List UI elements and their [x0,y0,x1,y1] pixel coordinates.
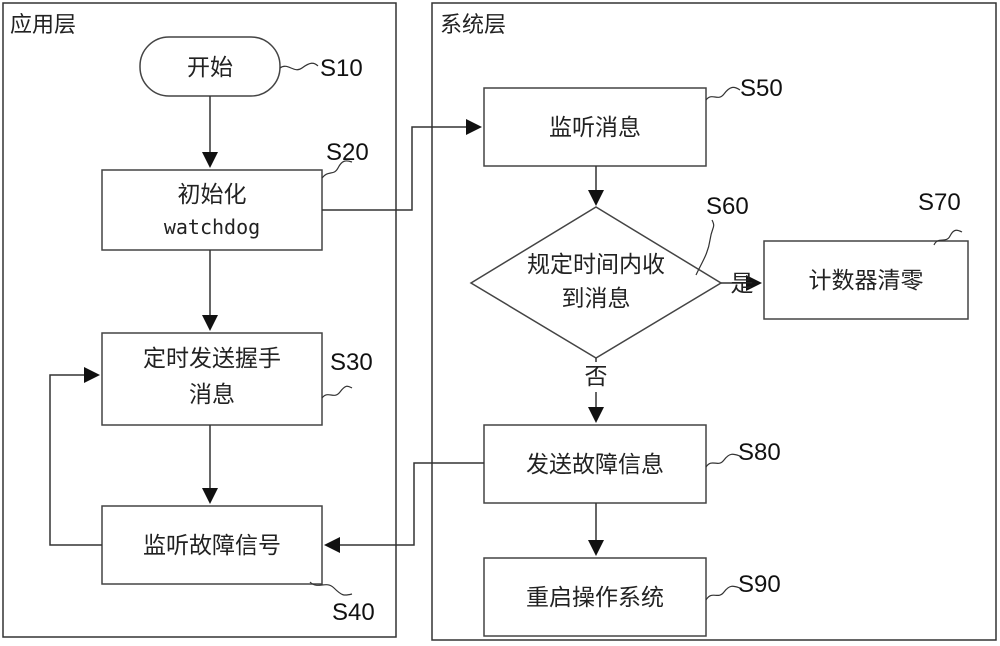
node-s90: 重启操作系统 [483,557,707,637]
node-s90-text: 重启操作系统 [526,585,664,611]
arrowhead-s50-s60 [588,190,604,206]
leader-s20 [321,160,353,179]
node-s20: 初始化 watchdog [101,169,323,251]
leader-s10 [279,62,319,71]
node-s80: 发送故障信息 [483,424,707,504]
node-s40: 监听故障信号 [101,505,323,585]
node-s70-shape [763,240,969,320]
arrowhead-s80-s90 [588,540,604,556]
arrowhead-s80-s40 [324,537,340,553]
edge-label-yes: 是 [731,271,754,297]
lane-sys-title: 系统层 [440,13,506,38]
node-s20-line2: watchdog [164,215,260,239]
arrowhead-loop-s30 [84,367,100,383]
lane-sys: 系统层 [431,2,997,641]
node-s40-text: 监听故障信号 [143,533,281,559]
node-s20-shape [101,169,323,251]
edge-s80-s40 [340,462,484,546]
node-s40-shape [101,505,323,585]
arrowhead-s10-s20 [202,152,218,168]
node-s60-line2: 到消息 [562,286,631,312]
step-leaders [279,62,963,601]
leader-s80 [705,453,741,468]
node-s30-line1: 定时发送握手 [143,346,281,372]
leader-s70 [933,229,963,246]
leader-s50 [705,86,741,101]
edge-s20-s50 [322,126,466,211]
edge-s40-loop-s30 [49,374,102,546]
step-label-s90: S90 [738,571,781,598]
lane-app: 应用层 [2,2,397,638]
arrowhead-s30-s40 [202,488,218,504]
node-s70-text: 计数器清零 [809,268,924,294]
arrowhead-s60-s70 [746,275,762,291]
step-label-s70: S70 [918,189,961,216]
node-s30-line2: 消息 [189,382,235,408]
arrowhead-s20-s50 [466,119,482,135]
node-s80-text: 发送故障信息 [526,452,664,478]
lane-app-title: 应用层 [10,13,76,38]
node-s50: 监听消息 [483,87,707,167]
step-label-s10: S10 [320,55,363,82]
node-s10-start: 开始 [139,36,281,97]
leader-s30 [321,385,353,399]
step-label-s50: S50 [740,75,783,102]
node-s30-shape [101,332,323,426]
lane-sys-border [431,2,997,641]
lane-app-border [2,2,397,638]
leader-s60 [695,219,715,276]
node-s50-shape [483,87,707,167]
node-s90-shape [483,557,707,637]
step-label-s40: S40 [332,599,375,626]
node-s50-text: 监听消息 [549,115,641,141]
node-s20-line1: 初始化 [178,182,247,208]
arrowhead-s20-s30 [202,315,218,331]
edge-label-no: 否 [585,364,608,390]
node-s60-decision: 规定时间内收 到消息 [469,206,723,359]
arrowhead-s60-s80 [588,407,604,423]
node-s10-text: 开始 [187,55,233,81]
leader-s40 [309,581,353,596]
node-s30: 定时发送握手 消息 [101,332,323,426]
node-s70: 计数器清零 [763,240,969,320]
step-label-s80: S80 [738,439,781,466]
node-s60-line1: 规定时间内收 [527,252,665,278]
connectors [49,96,762,556]
step-label-s30: S30 [330,349,373,376]
step-label-s20: S20 [326,139,369,166]
step-label-s60: S60 [706,193,749,220]
node-s60-shape [469,206,723,359]
leader-s90 [705,585,741,601]
node-s80-shape [483,424,707,504]
